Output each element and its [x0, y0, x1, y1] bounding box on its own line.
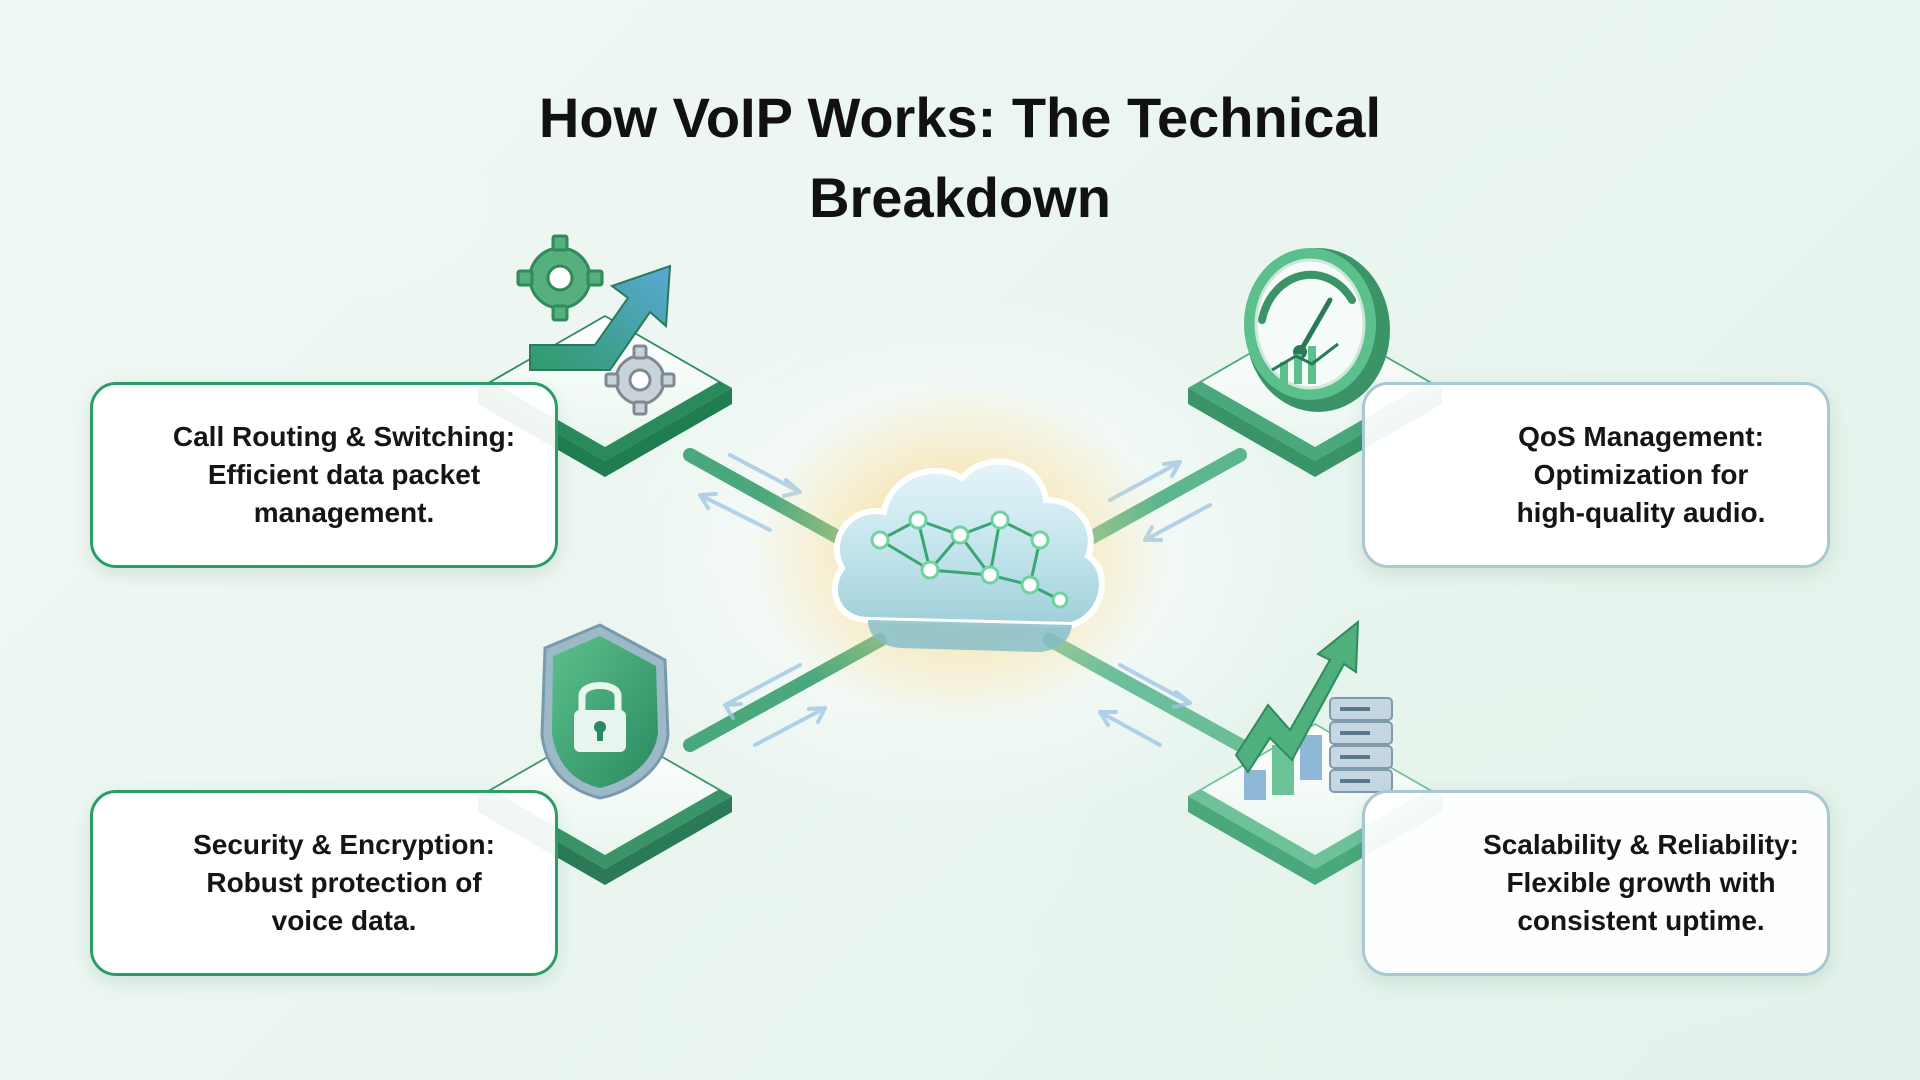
gear-icon	[516, 234, 604, 322]
gears-arrow-icon	[516, 234, 676, 416]
card-security-title: Security & Encryption:	[193, 829, 495, 860]
card-qos-desc-2: high-quality audio.	[1516, 497, 1766, 528]
title-line-1: How VoIP Works: The Technical	[538, 85, 1382, 149]
card-scalability-title: Scalability & Reliability:	[1483, 829, 1799, 860]
card-call-routing: Call Routing & Switching: Efficient data…	[90, 382, 558, 568]
card-call-routing-title: Call Routing & Switching:	[172, 421, 516, 452]
card-security-encryption: Security & Encryption: Robust protection…	[90, 790, 558, 976]
card-call-routing-desc-2: management.	[253, 497, 435, 528]
card-security-desc-1: Robust protection of	[206, 867, 482, 898]
flow-arrow-8	[1098, 710, 1162, 747]
trend-arrow-icon	[529, 264, 672, 371]
flow-arrow-6	[753, 706, 827, 747]
speedometer-gauge-icon	[1244, 248, 1390, 412]
cloud-base	[868, 620, 1072, 652]
flow-arrow-5	[723, 663, 802, 720]
server-stack-icon	[1329, 697, 1393, 793]
card-scalability-desc-2: consistent uptime.	[1517, 905, 1765, 936]
title-line-2: Breakdown	[809, 165, 1111, 229]
card-qos-management: QoS Management: Optimization for high-qu…	[1362, 382, 1830, 568]
gear-icon-small	[604, 344, 676, 416]
card-scalability-reliability: Scalability & Reliability: Flexible grow…	[1362, 790, 1830, 976]
flow-arrow-7	[1118, 663, 1192, 709]
page-title: How VoIP Works: The Technical Breakdown	[360, 78, 1560, 238]
cloud-network-nodes	[870, 510, 1069, 609]
chart-bars	[1244, 735, 1322, 800]
cloud-network-icon	[750, 385, 1170, 725]
card-scalability-desc-1: Flexible growth with	[1506, 867, 1776, 898]
growth-arrow-icon	[1234, 619, 1360, 774]
lock-icon	[574, 682, 626, 752]
card-qos-desc-1: Optimization for	[1533, 459, 1749, 490]
gauge-needle	[1297, 297, 1333, 355]
card-security-desc-2: voice data.	[271, 905, 417, 936]
card-call-routing-desc-1: Efficient data packet	[207, 459, 481, 490]
card-qos-title: QoS Management:	[1518, 421, 1764, 452]
growth-chart-server-icon	[1234, 619, 1393, 800]
shield-lock-icon	[540, 623, 670, 800]
